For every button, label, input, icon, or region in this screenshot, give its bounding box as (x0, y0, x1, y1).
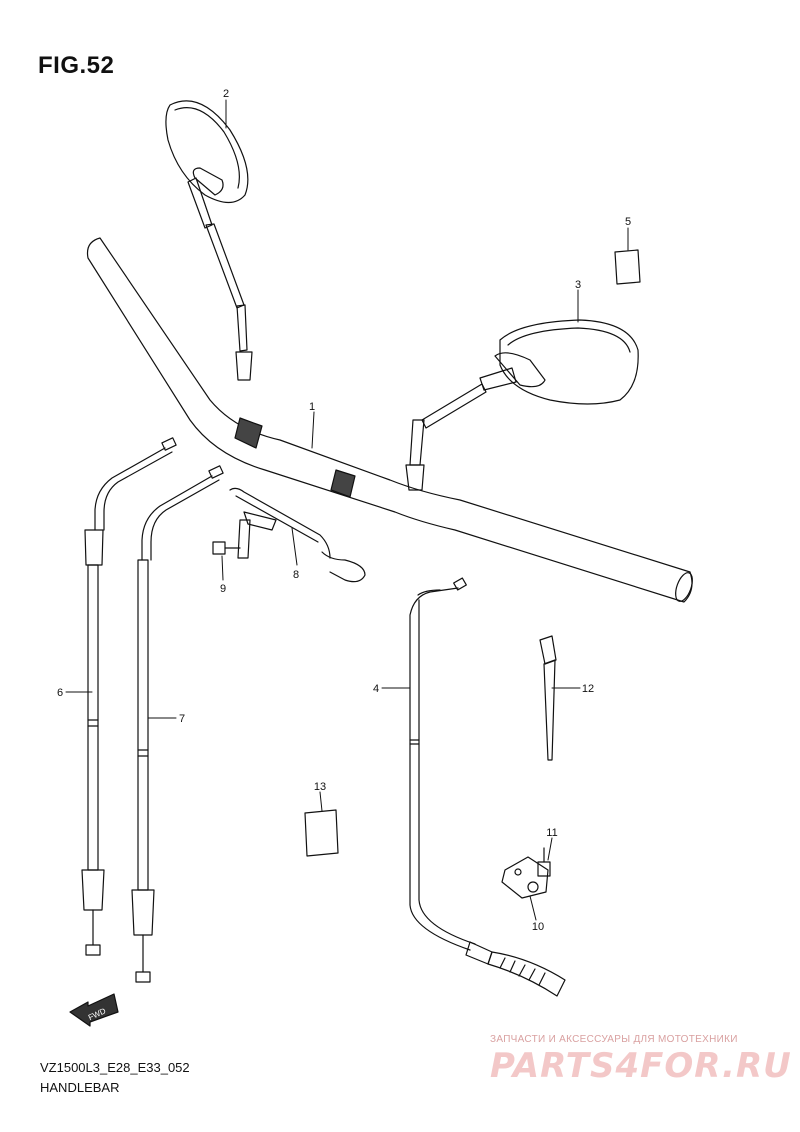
diagram-code: VZ1500L3_E28_E33_052 (40, 1060, 190, 1075)
callout-11: 11 (546, 827, 557, 839)
clutch-cable-part-4[interactable] (409, 577, 566, 997)
bolt-part-9[interactable] (212, 541, 241, 555)
callout-13: 13 (314, 781, 326, 793)
handlebar-part-1[interactable] (86, 237, 696, 603)
watermark-subtitle: ЗАПЧАСТИ И АКСЕССУАРЫ ДЛЯ МОТОТЕХНИКИ (490, 1034, 738, 1045)
callout-8: 8 (293, 569, 299, 581)
label-part-5[interactable] (614, 249, 641, 285)
callout-12: 12 (582, 683, 594, 695)
mirror-right-part-3[interactable] (405, 319, 639, 491)
throttle-cable-part-6[interactable] (81, 437, 177, 956)
clamp-part-10[interactable] (501, 856, 549, 899)
mirror-left-part-2[interactable] (165, 100, 253, 381)
forward-arrow-icon (69, 993, 119, 1027)
cable-tie-part-12[interactable] (539, 635, 557, 761)
screw-part-11[interactable] (537, 847, 551, 877)
callout-5: 5 (625, 216, 631, 228)
cable-guide-part-8[interactable] (229, 487, 366, 583)
label-part-13[interactable] (304, 809, 339, 857)
callout-2: 2 (223, 88, 229, 100)
diagram-name: HANDLEBAR (40, 1080, 120, 1095)
callout-7: 7 (179, 713, 185, 725)
callout-labels: 1 2 3 4 5 6 7 8 9 10 11 12 13 (57, 88, 631, 933)
leader-lines (65, 99, 629, 921)
callout-6: 6 (57, 687, 63, 699)
callout-10: 10 (532, 921, 544, 933)
callout-3: 3 (575, 279, 581, 291)
callout-4: 4 (373, 683, 379, 695)
callout-9: 9 (220, 583, 226, 595)
throttle-cable-part-7[interactable] (131, 465, 224, 983)
figure-title: FIG.52 (38, 52, 115, 79)
callout-1: 1 (309, 401, 315, 413)
watermark-logo: PARTS4FOR.RU (490, 1046, 792, 1086)
